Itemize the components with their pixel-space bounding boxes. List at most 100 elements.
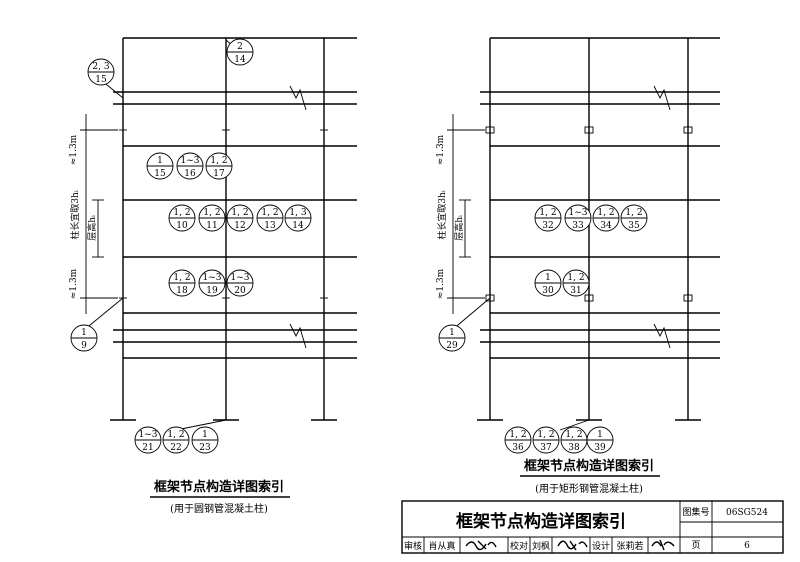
detail-number: 1, 2 bbox=[537, 430, 554, 440]
titleblock-atlas-label: 图集号 bbox=[682, 506, 709, 518]
right-dim-floor: 层高hᵢ bbox=[453, 215, 465, 241]
right-dim-top: ≈1.3m bbox=[436, 134, 446, 165]
detail-number: 1, 2 bbox=[509, 430, 526, 440]
titleblock-atlas-number: 06SG524 bbox=[726, 508, 768, 518]
page-number: 18 bbox=[176, 286, 188, 296]
page-number: 21 bbox=[142, 443, 153, 453]
page-number: 9 bbox=[81, 341, 87, 351]
detail-index-bubble: 1, 2 10 bbox=[168, 204, 196, 232]
page-number: 23 bbox=[199, 443, 211, 453]
page-number: 22 bbox=[170, 443, 181, 453]
detail-index-bubble: 1, 2 38 bbox=[560, 426, 588, 454]
page-number: 32 bbox=[542, 221, 553, 231]
detail-number: 1, 2 bbox=[210, 156, 227, 166]
page-number: 15 bbox=[95, 75, 107, 85]
detail-index-bubble: 1, 2 18 bbox=[168, 269, 196, 297]
detail-number: 1, 2 bbox=[567, 273, 584, 283]
left-caption-title: 框架节点构造详图索引 bbox=[154, 479, 284, 495]
page-number: 20 bbox=[234, 286, 246, 296]
detail-index-bubble: 1, 236 bbox=[504, 426, 532, 454]
detail-number: 1, 2 bbox=[203, 208, 220, 218]
detail-index-bubble: 115 bbox=[146, 152, 174, 180]
detail-number: 1 bbox=[157, 156, 163, 166]
detail-index-bubble: 1~321 bbox=[134, 426, 162, 454]
detail-number: 1, 2 bbox=[597, 208, 614, 218]
page-number: 34 bbox=[600, 221, 612, 231]
detail-index-bubble: 1, 2 31 bbox=[562, 269, 590, 297]
titleblock-review-name: 肖从真 bbox=[428, 540, 455, 552]
detail-number: 1 bbox=[81, 328, 87, 338]
detail-number: 1, 3 bbox=[289, 208, 306, 218]
left-dim-column: 柱长宜取3hᵢ bbox=[69, 190, 81, 240]
page-number: 13 bbox=[264, 221, 276, 231]
detail-number: 1, 2 bbox=[539, 208, 556, 218]
titleblock-design-label: 设计 bbox=[592, 540, 610, 552]
page-number: 19 bbox=[206, 286, 218, 296]
detail-index-bubble: 1, 2 11 bbox=[198, 204, 226, 232]
title-block bbox=[401, 500, 784, 554]
page-number: 29 bbox=[446, 341, 458, 351]
detail-number: 1~3 bbox=[231, 273, 250, 283]
right-caption-title: 框架节点构造详图索引 bbox=[524, 458, 654, 474]
detail-number: 1 bbox=[449, 328, 455, 338]
detail-index-bubble: 139 bbox=[586, 426, 614, 454]
detail-index-bubble: 1, 212 bbox=[226, 204, 254, 232]
detail-number: 1, 2 bbox=[565, 430, 582, 440]
left-dim-bottom: ≈1.3m bbox=[69, 268, 79, 299]
page-number: 14 bbox=[292, 221, 304, 231]
titleblock-page-label: 页 bbox=[691, 540, 700, 551]
detail-number: 1, 2 bbox=[625, 208, 642, 218]
detail-index-bubble: 1~316 bbox=[176, 152, 204, 180]
detail-index-bubble: 214 bbox=[226, 38, 254, 66]
left-dim-top: ≈1.3m bbox=[69, 134, 79, 165]
detail-index-bubble: 1~333 bbox=[564, 204, 592, 232]
detail-index-bubble: 130 bbox=[534, 269, 562, 297]
detail-number: 1, 2 bbox=[173, 273, 190, 283]
page-number: 35 bbox=[628, 221, 640, 231]
detail-index-bubble: 1, 2 34 bbox=[592, 204, 620, 232]
detail-index-bubble: 123 bbox=[191, 426, 219, 454]
detail-index-bubble: 129 bbox=[438, 324, 466, 352]
detail-number: 1 bbox=[202, 430, 208, 440]
detail-number: 1~3 bbox=[181, 156, 200, 166]
detail-index-bubble: 1, 2 37 bbox=[532, 426, 560, 454]
detail-number: 1 bbox=[597, 430, 603, 440]
titleblock-check-name: 刘枫 bbox=[532, 540, 550, 552]
detail-index-bubble: 1, 2 35 bbox=[620, 204, 648, 232]
detail-index-bubble: 1~320 bbox=[226, 269, 254, 297]
left-frame bbox=[80, 37, 357, 431]
detail-index-bubble: 1, 2 32 bbox=[534, 204, 562, 232]
page-number: 38 bbox=[568, 443, 580, 453]
page-number: 10 bbox=[176, 221, 188, 231]
page-number: 37 bbox=[540, 443, 552, 453]
page-number: 17 bbox=[213, 169, 225, 179]
page-number: 31 bbox=[570, 286, 581, 296]
detail-index-bubble: 1, 222 bbox=[162, 426, 190, 454]
detail-index-bubble: 1, 3 14 bbox=[284, 204, 312, 232]
detail-number: 1~3 bbox=[139, 430, 158, 440]
page-number: 11 bbox=[206, 221, 217, 231]
detail-number: 1~3 bbox=[203, 273, 222, 283]
detail-index-bubble: 1, 213 bbox=[256, 204, 284, 232]
right-caption-subtitle: (用于矩形钢管混凝土柱) bbox=[535, 482, 643, 495]
left-dim-floor: 层高hᵢ bbox=[86, 215, 98, 241]
titleblock-review-label: 审核 bbox=[404, 540, 422, 552]
right-dim-bottom: ≈1.3m bbox=[436, 268, 446, 299]
titleblock-title: 框架节点构造详图索引 bbox=[456, 511, 626, 532]
right-frame bbox=[447, 37, 720, 431]
page-number: 33 bbox=[572, 221, 584, 231]
detail-index-bubble: 19 bbox=[70, 324, 98, 352]
right-dim-column: 柱长宜取3hᵢ bbox=[436, 190, 448, 240]
titleblock-check-label: 校对 bbox=[510, 540, 528, 552]
titleblock-design-name: 张莉若 bbox=[616, 540, 643, 552]
left-caption-subtitle: (用于圆钢管混凝土柱) bbox=[170, 502, 268, 515]
detail-number: 1, 2 bbox=[173, 208, 190, 218]
page-number: 16 bbox=[184, 169, 196, 179]
detail-index-bubble: 1, 2 17 bbox=[205, 152, 233, 180]
detail-number: 1 bbox=[545, 273, 551, 283]
detail-number: 1~3 bbox=[569, 208, 588, 218]
titleblock-page-number: 6 bbox=[744, 541, 750, 551]
page-number: 12 bbox=[234, 221, 245, 231]
